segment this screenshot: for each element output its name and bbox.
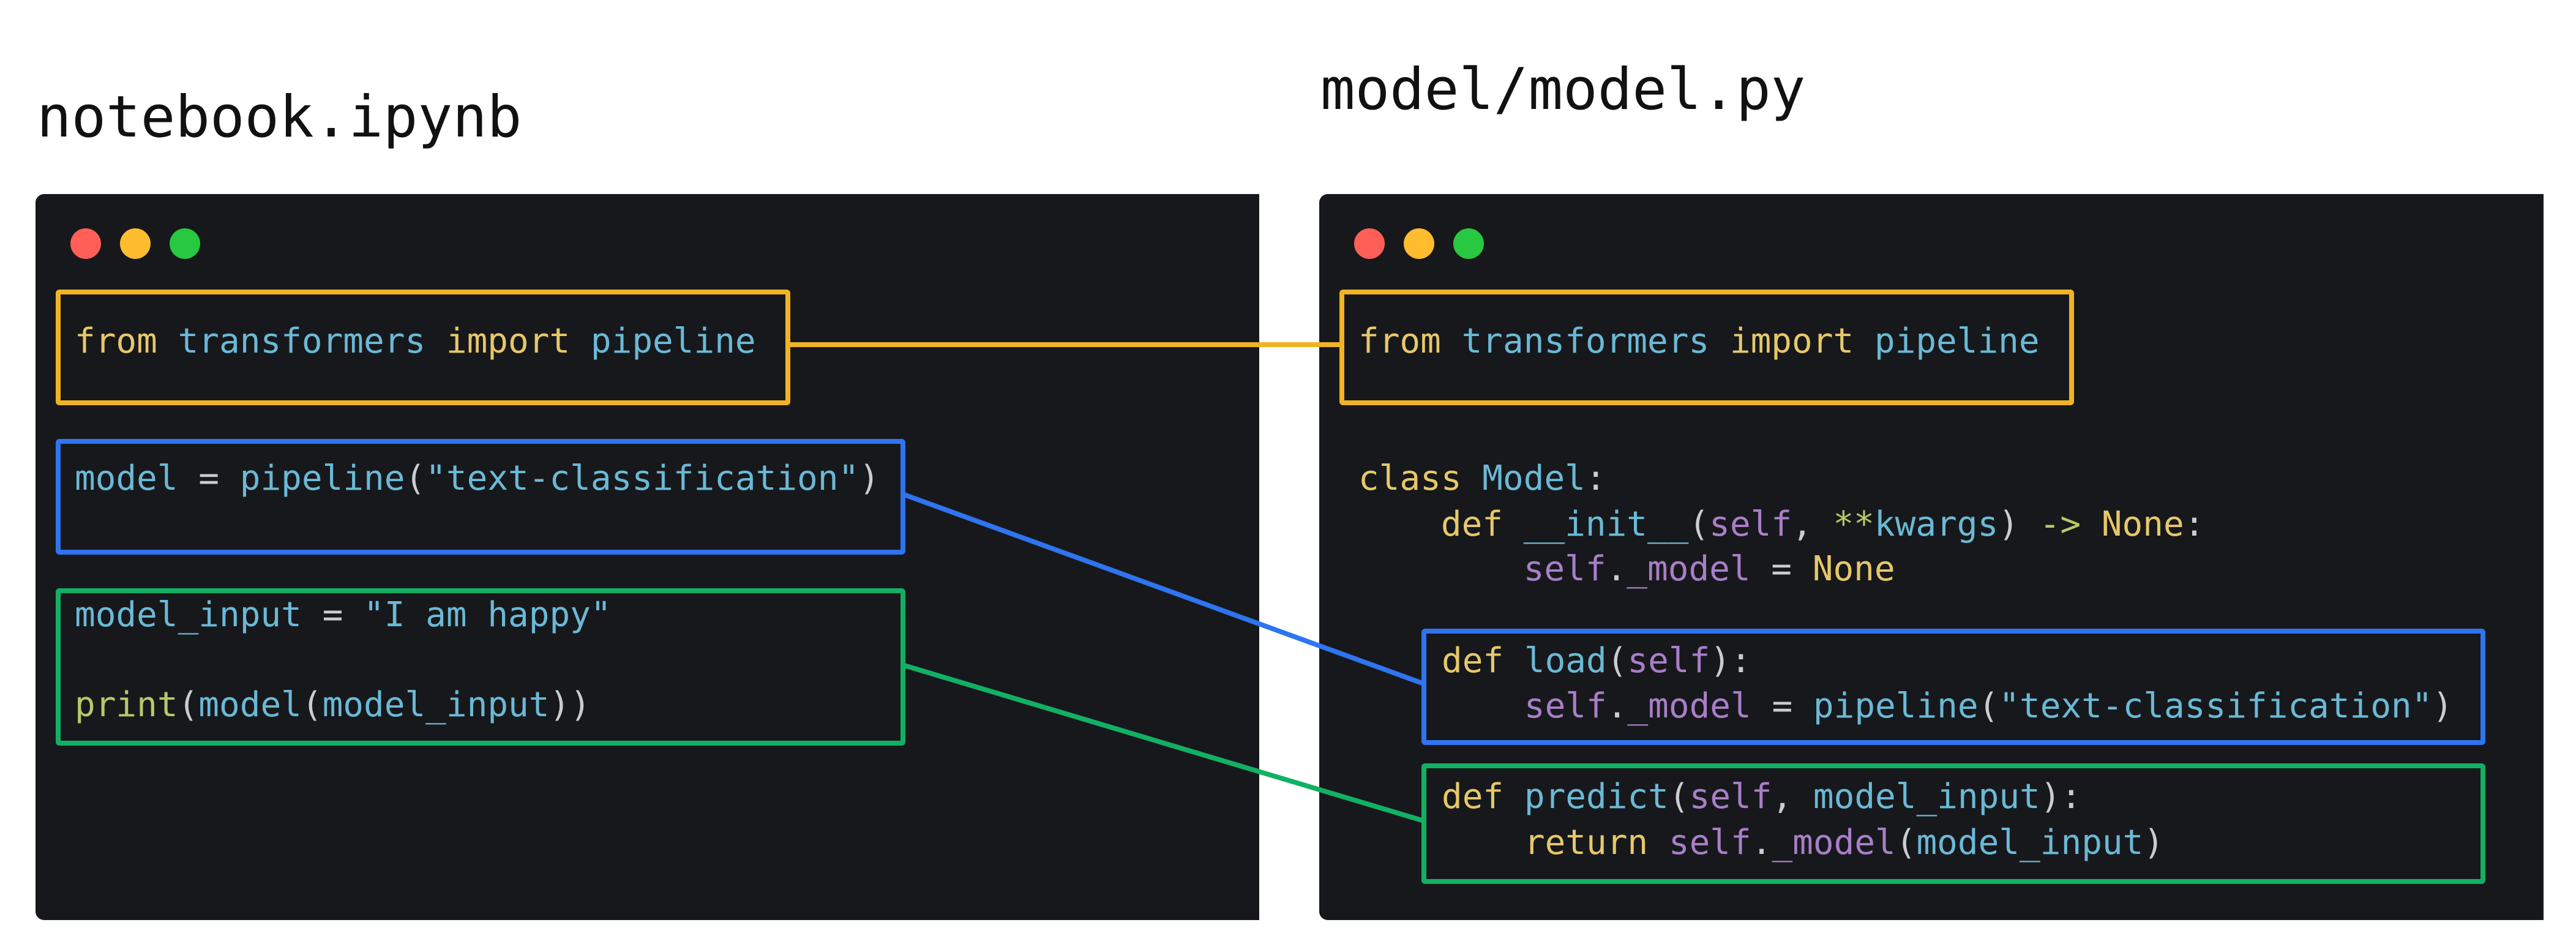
string-literal: "I am happy" bbox=[364, 595, 612, 635]
builtin: print bbox=[75, 685, 178, 725]
code-line: model_input = "I am happy" bbox=[75, 595, 612, 635]
self-keyword: self bbox=[1709, 504, 1792, 544]
code-line: def predict(self, model_input): bbox=[1442, 777, 2082, 817]
string-literal: "text-classification" bbox=[425, 459, 859, 498]
notebook-title: notebook.ipynb bbox=[37, 84, 522, 151]
self-keyword: self bbox=[1668, 823, 1751, 863]
minimize-dot-icon bbox=[120, 228, 151, 259]
notebook-window bbox=[36, 194, 1259, 920]
operator: ** bbox=[1833, 504, 1874, 544]
code-line: def __init__(self, **kwargs) -> None: bbox=[1440, 504, 2205, 544]
identifier: kwargs bbox=[1874, 504, 1999, 544]
keyword: from bbox=[75, 321, 157, 361]
identifier: Model bbox=[1482, 459, 1586, 498]
keyword: class bbox=[1358, 459, 1462, 498]
self-keyword: self bbox=[1524, 686, 1607, 726]
maximize-dot-icon bbox=[170, 228, 200, 259]
import-highlight-box bbox=[1339, 290, 2074, 405]
close-dot-icon bbox=[70, 228, 101, 259]
import-highlight-box bbox=[56, 290, 790, 405]
identifier: transformers bbox=[1461, 321, 1710, 361]
identifier: pipeline bbox=[1874, 321, 2040, 361]
keyword: return bbox=[1524, 823, 1649, 863]
identifier: load bbox=[1524, 641, 1607, 681]
keyword: def bbox=[1440, 504, 1503, 544]
identifier: model bbox=[75, 459, 178, 498]
predict-highlight-box bbox=[56, 588, 905, 746]
identifier: model_input bbox=[75, 595, 302, 635]
identifier: model_input bbox=[322, 685, 550, 725]
self-keyword: self bbox=[1689, 777, 1772, 817]
maximize-dot-icon bbox=[1453, 228, 1484, 259]
attribute: _model bbox=[1627, 549, 1751, 589]
code-line: from transformers import pipeline bbox=[75, 319, 756, 364]
predict-connector bbox=[903, 663, 1425, 823]
operator: -> bbox=[2039, 504, 2081, 544]
identifier: pipeline bbox=[239, 459, 405, 498]
code-line: print(model(model_input)) bbox=[75, 685, 591, 725]
keyword: from bbox=[1358, 321, 1441, 361]
identifier: pipeline bbox=[590, 321, 756, 361]
minimize-dot-icon bbox=[1404, 228, 1434, 259]
keyword: import bbox=[1729, 321, 1854, 361]
identifier: predict bbox=[1524, 777, 1669, 817]
code-line: self._model = pipeline("text-classificat… bbox=[1524, 686, 2454, 726]
predict-highlight-box bbox=[1421, 763, 2485, 884]
close-dot-icon bbox=[1354, 228, 1385, 259]
model-file-title: model/model.py bbox=[1320, 56, 1806, 123]
load-connector bbox=[903, 492, 1425, 686]
code-line: model = pipeline("text-classification") bbox=[75, 459, 880, 498]
identifier: model bbox=[198, 685, 302, 725]
model-file-window bbox=[1319, 194, 2544, 920]
load-highlight-box bbox=[1421, 629, 2485, 745]
keyword: def bbox=[1442, 641, 1504, 681]
keyword: def bbox=[1442, 777, 1504, 817]
keyword: None bbox=[1812, 549, 1895, 589]
attribute: _model bbox=[1772, 823, 1896, 863]
self-keyword: self bbox=[1523, 549, 1606, 589]
identifier: model_input bbox=[1916, 823, 2144, 863]
string-literal: "text-classification" bbox=[1999, 686, 2433, 726]
self-keyword: self bbox=[1627, 641, 1710, 681]
attribute: _model bbox=[1627, 686, 1751, 726]
model-highlight-box bbox=[56, 439, 905, 555]
identifier: pipeline bbox=[1813, 686, 1979, 726]
code-line: return self._model(model_input) bbox=[1524, 823, 2165, 863]
identifier: transformers bbox=[178, 321, 426, 361]
code-line: class Model: bbox=[1358, 459, 1606, 498]
code-line: from transformers import pipeline bbox=[1358, 319, 2040, 364]
identifier: __init__ bbox=[1523, 504, 1689, 544]
keyword: import bbox=[446, 321, 571, 361]
keyword: None bbox=[2101, 504, 2184, 544]
code-line: self._model = None bbox=[1523, 549, 1895, 589]
code-line: def load(self): bbox=[1442, 641, 1751, 681]
identifier: model_input bbox=[1813, 777, 2040, 817]
